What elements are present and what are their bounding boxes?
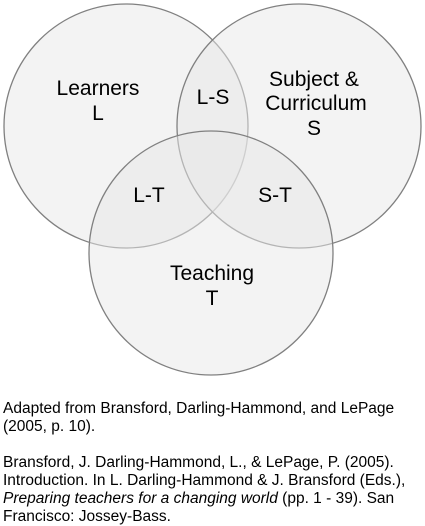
- reference-book-title: Preparing teachers for a changing world: [3, 490, 278, 507]
- overlap-st-label: S-T: [258, 184, 292, 207]
- teaching-letter: T: [206, 287, 219, 310]
- overlap-lt-label: L-T: [133, 184, 165, 207]
- venn-diagram: Learners L Subject & Curriculum S Teachi…: [3, 3, 422, 376]
- circle-group: [3, 3, 422, 376]
- curriculum-label: Curriculum: [265, 92, 367, 115]
- learners-letter: L: [92, 102, 104, 125]
- subject-label: Subject &: [269, 68, 359, 91]
- overlap-ls-label: L-S: [197, 86, 230, 109]
- subject-letter: S: [307, 117, 321, 140]
- learners-label: Learners: [57, 77, 140, 100]
- reference-citation: Bransford, J. Darling-Hammond, L., & LeP…: [3, 454, 423, 526]
- reference-text-end: (pp. 1 - 39). San Francisco: Jossey-Bass…: [3, 490, 395, 525]
- adapted-from-caption: Adapted from Bransford, Darling-Hammond,…: [3, 400, 395, 435]
- reference-text: Bransford, J. Darling-Hammond, L., & LeP…: [3, 454, 406, 489]
- teaching-label: Teaching: [170, 262, 254, 285]
- teaching-circle: [88, 130, 334, 376]
